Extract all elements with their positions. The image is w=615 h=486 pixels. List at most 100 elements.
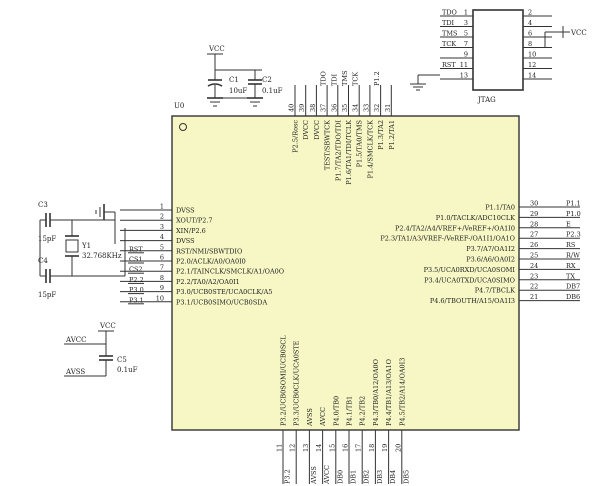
right-net-25: R/W [566,252,580,260]
jtag-right-pin-12-number: 12 [528,61,536,69]
top-pin-40-label: P2.5/Rosc [292,120,300,153]
left-net-6: CS1 [129,256,143,264]
bottom-pin-20-label: P4.5/TB2/A14/OA0I3 [398,358,406,426]
left-pin-7-number: 7 [160,264,164,272]
c2-value: 0.1uF [262,87,283,95]
bottom-pin-14-number: 14 [315,444,323,452]
top-pin-31-label: P1.2/TA1 [388,120,396,150]
jtag-left-pin-3-number: 3 [464,19,468,27]
right-net-22: DB7 [566,283,580,291]
top-pin-34-number: 34 [352,104,360,112]
c4-name: C4 [38,257,48,265]
right-net-21: DB6 [566,293,580,301]
jtag-left-pin-9-number: 9 [464,51,468,59]
c3-name: C3 [38,201,48,209]
right-pin-28-number: 28 [530,220,538,228]
top-pin-36-label: P1.7/TA2/TDO/TDI [334,120,342,182]
top-net-35: TMS [341,71,349,86]
jtag-ref: JTAG [477,96,496,104]
bottom-pin-18-number: 18 [368,444,376,452]
top-pin-38-label: DVCC [313,120,321,140]
top-pin-32-number: 32 [373,104,381,112]
right-pin-24-number: 24 [530,262,538,270]
right-pin-26-number: 26 [530,241,538,249]
bottom-pin-12-label: P3.3/UCB0CLK/UCA0STE [293,340,301,426]
left-pin-2-label: XOUT/P2.7 [176,217,213,225]
jtag-left-pin-7-number: 7 [464,40,468,48]
bottom-net-16: DB1 [350,470,358,484]
bottom-pin-11-label: P3.2/UCB0SOMI/UCB0SCL [280,335,288,426]
jtag-net-5: TMS [442,30,457,38]
left-pin-3-number: 3 [160,223,164,231]
jtag-right-pin-4-number: 4 [528,19,532,27]
top-net-32: P1.2 [373,71,381,86]
top-power-section: VCC C1 10uF C2 0.1uF [207,45,283,107]
bottom-net-15: DB0 [336,470,344,484]
right-pin-23-label: P3.4/UCA0TXD/UCA0SIMO [424,276,515,284]
right-net-28: E [566,220,571,228]
bottom-pin-19-number: 19 [381,444,389,452]
top-pin-35-label: P1.6/TA1/TDI/TCLK [345,120,353,185]
bottom-pin-17-number: 17 [355,444,363,452]
c5-name: C5 [117,356,127,364]
c1-name: C1 [229,76,239,84]
right-pin-24-label: P3.5/UCA0RXD/UCA0SOMI [424,266,516,274]
jtag-net-7: TCK [442,40,456,48]
left-pin-4-label: DVSS [176,237,195,245]
analog-power-section: VCC AVCC C5 0.1uF AVSS [64,322,138,377]
left-net-7: CS2 [129,266,143,274]
analog-vcc-label: VCC [99,322,116,330]
left-pin-6-number: 6 [160,254,164,262]
jtag-left-pin-13-number: 13 [460,72,468,80]
right-net-30: P1.1 [566,200,581,208]
top-pin-31-number: 31 [384,104,392,112]
bottom-net-19: DB4 [389,470,397,484]
y1-value: 32.768KHz [82,252,122,260]
top-net-36: TDI [330,73,338,86]
bottom-net-11: P3.2 [284,469,292,484]
right-pin-25-number: 25 [530,252,538,260]
bottom-pin-18-label: P4.3/TB0/A12/OA0O [372,359,380,426]
top-pin-33-number: 33 [362,104,370,112]
bottom-pin-15-number: 15 [328,444,336,452]
top-pin-39-number: 39 [298,104,306,112]
bottom-pin-16-label: P4.1/TB1 [346,396,354,426]
left-pin-1-label: DVSS [176,207,195,215]
top-pin-36-number: 36 [330,104,338,112]
pin1-marker [179,123,187,131]
left-pin-10-number: 10 [156,294,164,302]
right-pin-26-label: P3.7/A7/OA1I2 [466,245,515,253]
jtag-right-pin-8-number: 8 [528,40,532,48]
left-pin-6-label: P2.0/ACLK/A0/OA0I0 [176,258,246,266]
chip-ref: U0 [174,102,184,110]
top-pin-34-label: P1.5/TA0/TMS [356,120,364,167]
bottom-net-13: AVSS [310,466,318,485]
right-pin-23-number: 23 [530,272,538,280]
left-pin-5-number: 5 [160,243,164,251]
left-pin-9-number: 9 [160,284,164,292]
c1-value: 10uF [229,87,247,95]
left-net-10: P3.1 [129,296,144,304]
jtag-left-pin-11-number: 11 [460,61,468,69]
left-pin-9-label: P3.0/UCB0STE/UCA0CLK/A5 [176,288,272,296]
chip-body [171,115,520,431]
top-pin-33-label: P1.4/SMCLK/TCK [366,120,374,179]
jtag-net-3: TDI [442,19,455,27]
left-pin-3-label: XIN/P2.6 [176,227,206,235]
right-net-23: TX [566,272,575,280]
jtag-left-pin-1-number: 1 [464,9,468,17]
bottom-pin-13-number: 13 [302,444,310,452]
right-pin-29-label: P1.0/TACLK/ADC10CLK [436,214,515,222]
right-pin-22-label: P4.7/TBCLK [475,287,515,295]
y1-body [65,239,79,253]
left-net-8: P2.2 [129,276,144,284]
right-net-29: P1.0 [566,210,581,218]
left-net-9: P3.0 [129,286,144,294]
bottom-pin-20-number: 20 [394,444,402,452]
